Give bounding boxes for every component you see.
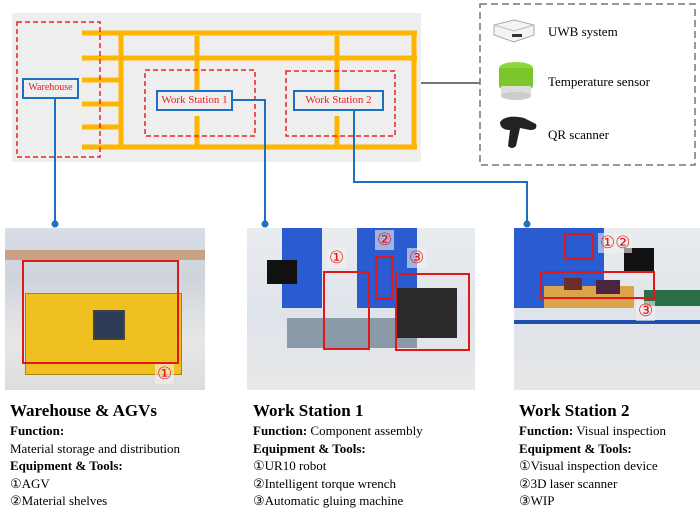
equipment-item: ②Material shelves	[10, 493, 108, 508]
layout-map	[12, 3, 696, 228]
equipment-item: ①UR10 robot	[253, 458, 327, 473]
gluing-machine-highlight	[395, 273, 470, 351]
inspection-device-highlight	[564, 233, 594, 260]
temperature-sensor-icon	[496, 60, 536, 102]
legend-box	[479, 3, 696, 166]
ur10-robot-highlight	[323, 271, 370, 350]
equipment-item: ①AGV	[10, 475, 50, 491]
equipment-item: ②Intelligent torque wrench	[253, 475, 397, 491]
marker-1-2: ①②	[598, 233, 633, 253]
map-panel	[12, 13, 421, 162]
ws1-label: Work Station 1	[156, 90, 233, 111]
uwb-device-icon	[490, 17, 538, 45]
ws2-description: Work Station 2 Function: Visual inspecti…	[519, 400, 666, 510]
marker-3: ③	[636, 301, 656, 321]
function-text: Visual inspection	[576, 423, 667, 438]
work-station-1-photo: ① ② ③	[247, 228, 475, 390]
marker-1: ①	[327, 248, 347, 268]
connector-dot	[523, 220, 531, 228]
equipment-label: Equipment & Tools:	[10, 458, 123, 473]
connector-dot	[261, 220, 269, 228]
column-title: Work Station 2	[519, 401, 630, 420]
work-station-2-photo: ①② ③	[514, 228, 700, 390]
equipment-item: ③WIP	[519, 493, 555, 508]
ws2-zone	[285, 70, 396, 137]
torque-wrench-highlight	[375, 256, 393, 300]
equipment-item: ①Visual inspection device	[519, 458, 658, 473]
marker-3: ③	[407, 248, 427, 268]
warehouse-label: Warehouse	[22, 78, 79, 99]
function-text: Material storage and distribution	[10, 440, 181, 456]
agv-track	[82, 30, 417, 150]
connector-dot	[51, 220, 59, 228]
function-text: Component assembly	[310, 423, 423, 438]
ws2-label: Work Station 2	[293, 90, 384, 111]
connector-lines	[54, 98, 528, 223]
equipment-label: Equipment & Tools:	[519, 440, 632, 456]
equipment-label: Equipment & Tools:	[253, 440, 366, 456]
ws1-description: Work Station 1 Function: Component assem…	[253, 400, 423, 510]
legend-temperature-label: Temperature sensor	[548, 74, 650, 89]
function-label: Function:	[10, 423, 65, 438]
equipment-item: ②3D laser scanner	[519, 475, 618, 491]
marker-2: ②	[375, 230, 395, 250]
column-title: Warehouse & AGVs	[10, 401, 158, 420]
warehouse-zone	[16, 21, 101, 158]
warehouse-description: Warehouse & AGVs Function: Material stor…	[10, 400, 180, 510]
qr-scanner-icon	[496, 112, 540, 152]
function-label: Function:	[253, 423, 308, 438]
legend-qr-label: QR scanner	[548, 127, 610, 142]
agv-highlight	[22, 260, 179, 364]
legend-uwb-label: UWB system	[548, 24, 618, 39]
warehouse-agv-photo: ①	[5, 228, 205, 390]
equipment-item: ③Automatic gluing machine	[253, 493, 404, 508]
column-title: Work Station 1	[253, 401, 364, 420]
function-label: Function:	[519, 423, 574, 438]
wip-highlight	[540, 271, 655, 299]
marker-1: ①	[155, 364, 175, 384]
